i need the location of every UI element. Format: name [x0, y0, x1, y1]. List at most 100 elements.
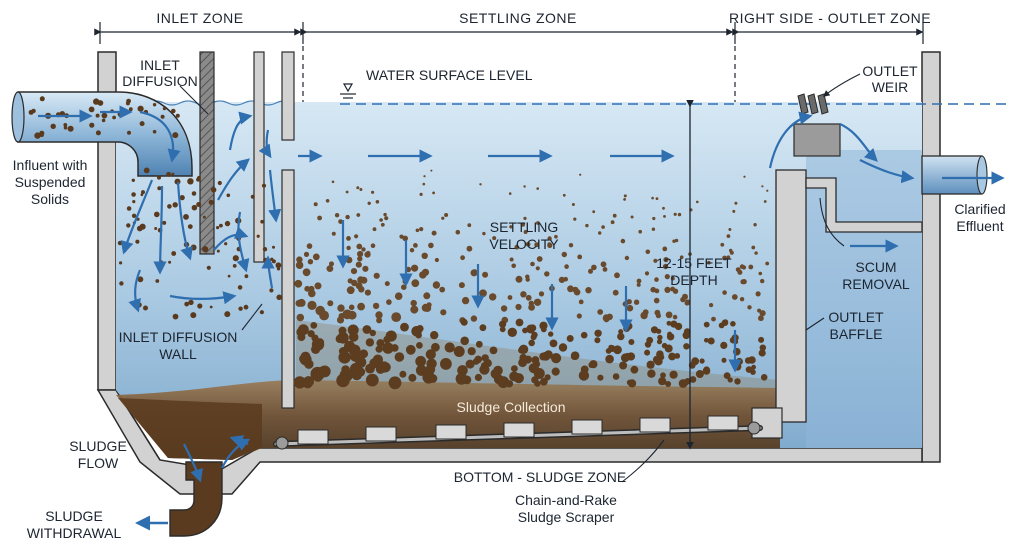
particle [597, 374, 604, 381]
particle [334, 213, 340, 218]
particle [172, 313, 179, 320]
particle [337, 304, 345, 312]
sludge-withdrawal-pipe [135, 461, 223, 537]
particle [740, 279, 746, 285]
particle [310, 322, 318, 329]
particle [419, 192, 423, 196]
particle [682, 331, 691, 340]
particle [564, 264, 569, 269]
particle [554, 234, 558, 239]
particle [431, 230, 437, 236]
particle [598, 231, 602, 235]
particle [216, 249, 220, 253]
inlet-diffusion-label-2: DIFFUSION [122, 73, 197, 89]
particle [203, 215, 206, 219]
particle [479, 289, 487, 298]
particle [304, 285, 311, 292]
particle [347, 310, 357, 320]
particle [562, 193, 566, 197]
particle [263, 257, 268, 262]
settling-zone-label: SETTLING ZONE [459, 10, 577, 26]
particle [359, 188, 363, 191]
particle [299, 354, 308, 363]
particle [237, 285, 243, 290]
particle [754, 251, 758, 255]
particle [535, 266, 540, 271]
particle [588, 362, 595, 368]
particle [295, 299, 303, 307]
particle [152, 129, 157, 134]
particle [470, 269, 478, 277]
particle [95, 130, 101, 136]
particle [755, 291, 761, 297]
particle [707, 337, 715, 345]
particle [470, 315, 478, 322]
inlet-wall-label-2: WALL [159, 346, 197, 362]
particle [726, 234, 731, 239]
particle [682, 380, 689, 387]
particle [422, 182, 426, 186]
particle [408, 373, 417, 382]
particle [664, 274, 670, 280]
particle [272, 245, 275, 249]
particle [296, 256, 303, 263]
particle [702, 367, 711, 375]
particle [238, 306, 243, 311]
particle [179, 195, 185, 201]
particle [683, 343, 690, 350]
settling-velocity-label-1: SETTLING [490, 219, 558, 235]
particle [558, 276, 566, 283]
outlet-baffle-label-2: BAFFLE [830, 326, 883, 342]
particle [376, 339, 385, 348]
particle [410, 305, 419, 314]
particle [507, 295, 513, 300]
particle [370, 243, 376, 248]
particle [139, 121, 145, 127]
particle [425, 364, 436, 375]
particle [515, 275, 523, 283]
particle [734, 201, 738, 205]
particle [369, 329, 376, 337]
particle [101, 112, 108, 119]
particle [440, 309, 447, 316]
particle [421, 252, 428, 259]
particle [497, 376, 510, 389]
particle [112, 115, 116, 120]
particle [544, 374, 551, 381]
particle [224, 242, 228, 246]
particle [525, 294, 532, 301]
particle [696, 200, 699, 204]
particle [319, 310, 329, 321]
particle [619, 361, 628, 370]
particle [528, 339, 535, 347]
particle [211, 187, 217, 193]
particle [346, 245, 351, 251]
particle [439, 286, 446, 293]
particle [455, 229, 461, 235]
particle [610, 220, 615, 225]
particle [509, 225, 513, 229]
influent-label-2: Suspended [15, 174, 86, 190]
particle [528, 363, 539, 374]
influent-label-1: Influent with [13, 157, 88, 173]
particle [348, 332, 359, 342]
particle [547, 236, 552, 241]
particle [508, 192, 512, 195]
particle [737, 269, 743, 275]
particle [674, 238, 679, 243]
particle [601, 225, 605, 229]
particle [612, 373, 620, 380]
particle [660, 372, 666, 379]
particle [630, 215, 634, 219]
particle [275, 262, 282, 269]
particle [191, 191, 197, 196]
sludge-flow-label-1: SLUDGE [69, 438, 127, 454]
particle [460, 318, 468, 326]
particle [474, 373, 482, 382]
particle [489, 293, 497, 301]
particle [760, 278, 765, 284]
particle [602, 314, 611, 322]
particle [137, 105, 144, 112]
particle [472, 358, 480, 365]
particle [243, 304, 249, 310]
